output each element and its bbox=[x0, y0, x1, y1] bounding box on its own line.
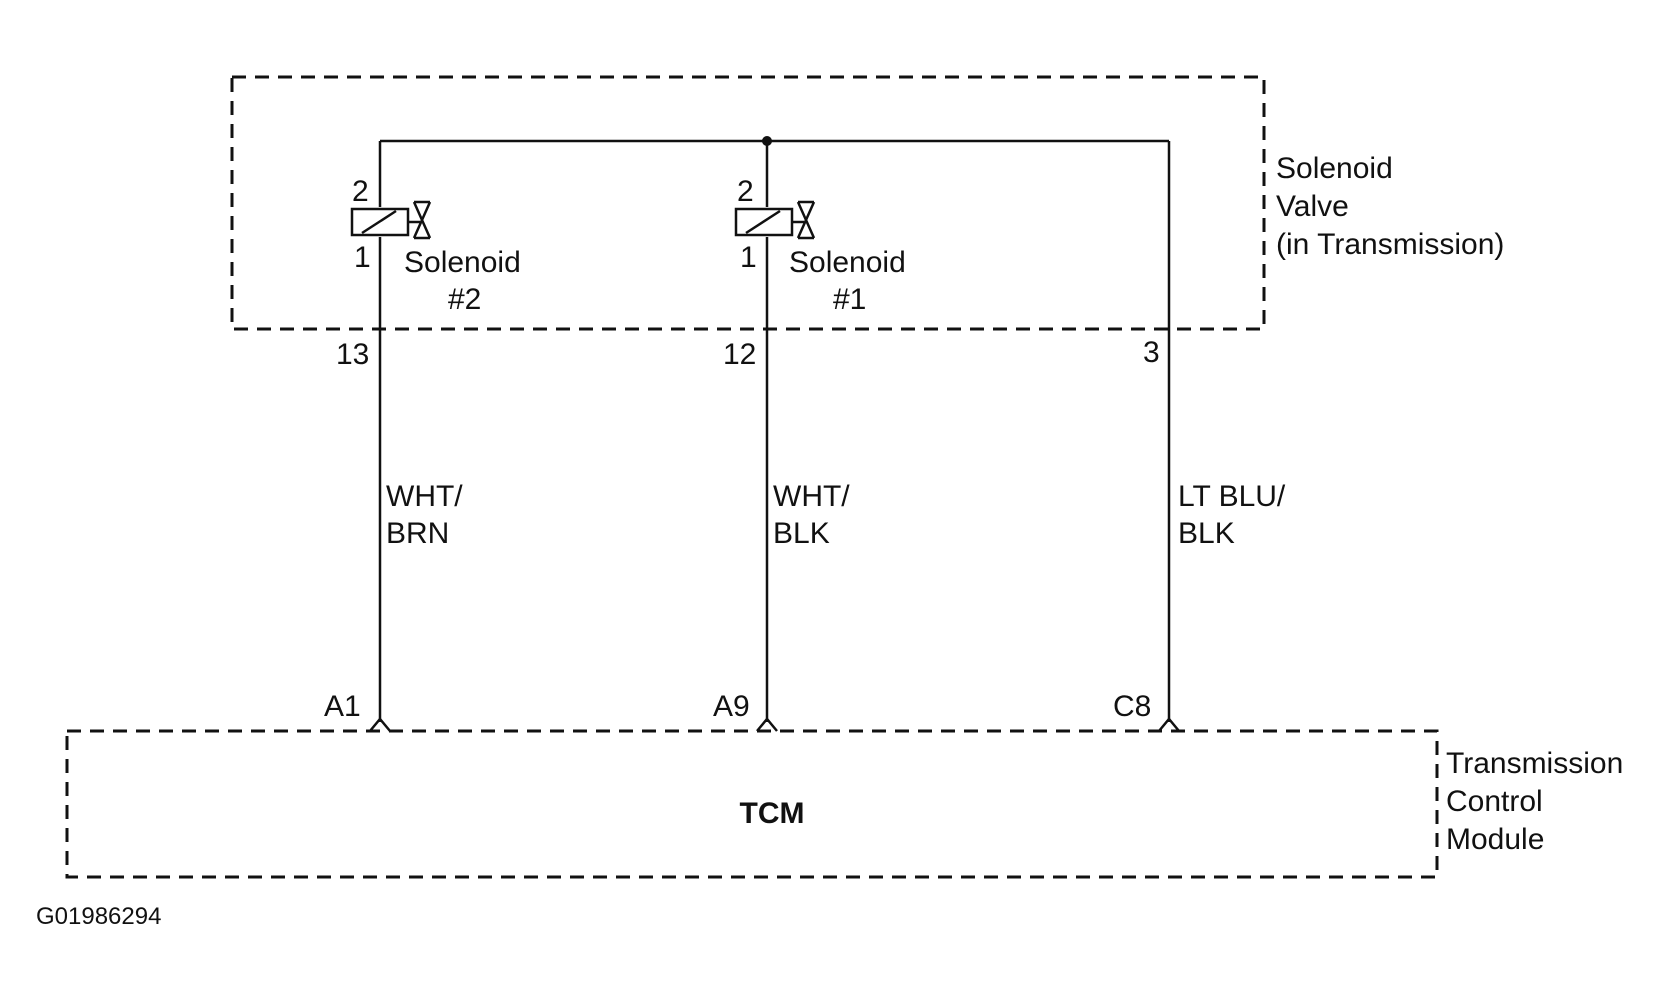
solenoid-1-number: #1 bbox=[833, 283, 866, 316]
common-connector-pin: 3 bbox=[1143, 336, 1160, 369]
solenoid-2-connector-pin: 13 bbox=[336, 338, 369, 371]
tcm-label-line2: Control bbox=[1446, 785, 1543, 818]
solenoid-1-pin-bottom: 1 bbox=[740, 241, 757, 274]
solenoid-1-pin-top: 2 bbox=[737, 175, 754, 208]
solenoid-2-name: Solenoid bbox=[404, 246, 521, 279]
solenoid-2-number: #2 bbox=[448, 283, 481, 316]
wire-3-color-line1: LT BLU/ bbox=[1178, 480, 1286, 513]
tcm-pin-a9: A9 bbox=[713, 690, 750, 723]
tcm-pin-c8-connector-icon bbox=[1158, 717, 1180, 732]
wire-2-color-line1: WHT/ bbox=[773, 480, 850, 513]
solenoid-2-pin-top: 2 bbox=[352, 175, 369, 208]
solenoid-valve-label-line3: (in Transmission) bbox=[1276, 228, 1504, 261]
tcm-pin-a9-connector-icon bbox=[756, 717, 778, 732]
solenoid-valve-label-line1: Solenoid bbox=[1276, 152, 1393, 185]
solenoid-valve-box bbox=[230, 75, 1266, 331]
tcm-label-line3: Module bbox=[1446, 823, 1544, 856]
solenoid-2-pin-bottom: 1 bbox=[354, 241, 371, 274]
wire-3-color-line2: BLK bbox=[1178, 517, 1235, 550]
tcm-label-line1: Transmission bbox=[1446, 747, 1623, 780]
wire-1-color-line2: BRN bbox=[386, 517, 449, 550]
solenoid-valve-label-line2: Valve bbox=[1276, 190, 1349, 223]
wire-1-color-line1: WHT/ bbox=[386, 480, 463, 513]
solenoid-1-name: Solenoid bbox=[789, 246, 906, 279]
solenoid-1-coil-icon bbox=[734, 200, 816, 240]
tcm-name: TCM bbox=[740, 797, 805, 830]
wire-2-color-line2: BLK bbox=[773, 517, 830, 550]
tcm-pin-a1: A1 bbox=[324, 690, 361, 723]
solenoid-1-connector-pin: 12 bbox=[723, 338, 756, 371]
figure-id: G01986294 bbox=[36, 903, 161, 930]
solenoid-2-coil-icon bbox=[350, 200, 432, 240]
tcm-pin-a1-connector-icon bbox=[369, 717, 391, 732]
tcm-pin-c8: C8 bbox=[1113, 690, 1151, 723]
